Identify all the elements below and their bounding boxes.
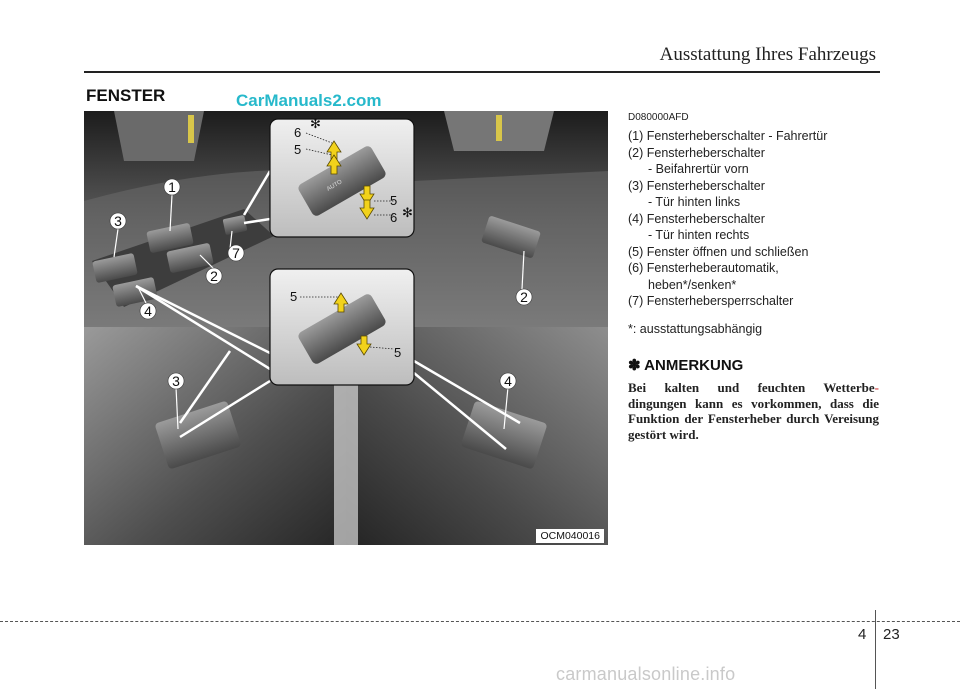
section-title: FENSTER [86,86,166,105]
footer-divider [875,610,876,689]
callout-4-rear: 4 [504,373,512,389]
legend-list: (1) Fensterheberschalter - Fahrertür (2)… [628,128,888,310]
list-item: (3) Fensterheberschalter - Tür hinten li… [628,178,888,211]
inset-label-5-lower-down: 5 [394,345,401,360]
item-continuation: - Beifahrertür vorn [648,162,749,176]
list-item: (6) Fensterheberautomatik, heben*/senken… [628,260,888,293]
list-item: (1) Fensterheberschalter - Fahrertür [628,128,888,145]
footer-rule [0,621,960,622]
item-text: (7) Fensterhebersperrschalter [628,294,794,308]
note-text-b: dingungen kann es vorkommen, dass die Fu… [628,395,879,442]
item-text: (4) Fensterheberschalter [628,211,765,226]
note-heading: ✽ ANMERKUNG [628,357,744,374]
item-text: (2) Fensterheberschalter [628,145,765,160]
inset-star-down: ✻ [402,205,413,220]
header-title: Ausstattung Ihres Fahrzeugs [659,44,876,65]
callout-1: 1 [168,179,176,195]
header-rule [84,71,880,73]
figure-code: OCM040016 [536,529,604,543]
list-item: (2) Fensterheberschalter - Beifahrertür … [628,145,888,178]
chapter-number: 4 [858,626,867,643]
inset-label-5-down: 5 [390,193,397,208]
item-continuation: - Tür hinten links [648,195,741,209]
note-hyphen: - [874,380,879,395]
doc-code: D080000AFD [628,112,689,123]
note-text-a: Bei kalten und feuchten Wetterbe [628,380,875,395]
callout-4: 4 [144,303,152,319]
callout-3: 3 [114,213,122,229]
item-text: (1) Fensterheberschalter - Fahrertür [628,129,828,143]
note-text: Bei kalten und feuchten Wetterbe- dingun… [628,380,879,442]
watermark-top: CarManuals2.com [236,91,382,110]
item-text: (3) Fensterheberschalter [628,178,765,193]
callout-2: 2 [210,268,218,284]
callout-7: 7 [232,245,240,261]
item-continuation: - Tür hinten rechts [648,228,750,242]
item-text: (6) Fensterheberautomatik, [628,261,779,275]
callout-2-passenger: 2 [520,289,528,305]
callout-3-rear: 3 [172,373,180,389]
inset-label-6-up: 6 [294,125,301,140]
footnote: *: ausstattungsabhängig [628,322,763,336]
list-item: (5) Fenster öffnen und schließen [628,244,888,261]
item-text: (5) Fenster öffnen und schließen [628,244,809,259]
page-number: 23 [883,626,900,643]
inset-label-5-lower-up: 5 [290,289,297,304]
inset-star-up: ✻ [310,116,321,131]
inset-label-6-down: 6 [390,210,397,225]
list-item: (4) Fensterheberschalter - Tür hinten re… [628,211,888,244]
watermark-bottom: carmanualsonline.info [556,664,736,684]
list-item: (7) Fensterhebersperrschalter [628,293,888,310]
window-switch-figure: AUTO [84,111,608,545]
item-continuation: heben*/senken* [648,277,737,292]
inset-label-5-up: 5 [294,142,301,157]
